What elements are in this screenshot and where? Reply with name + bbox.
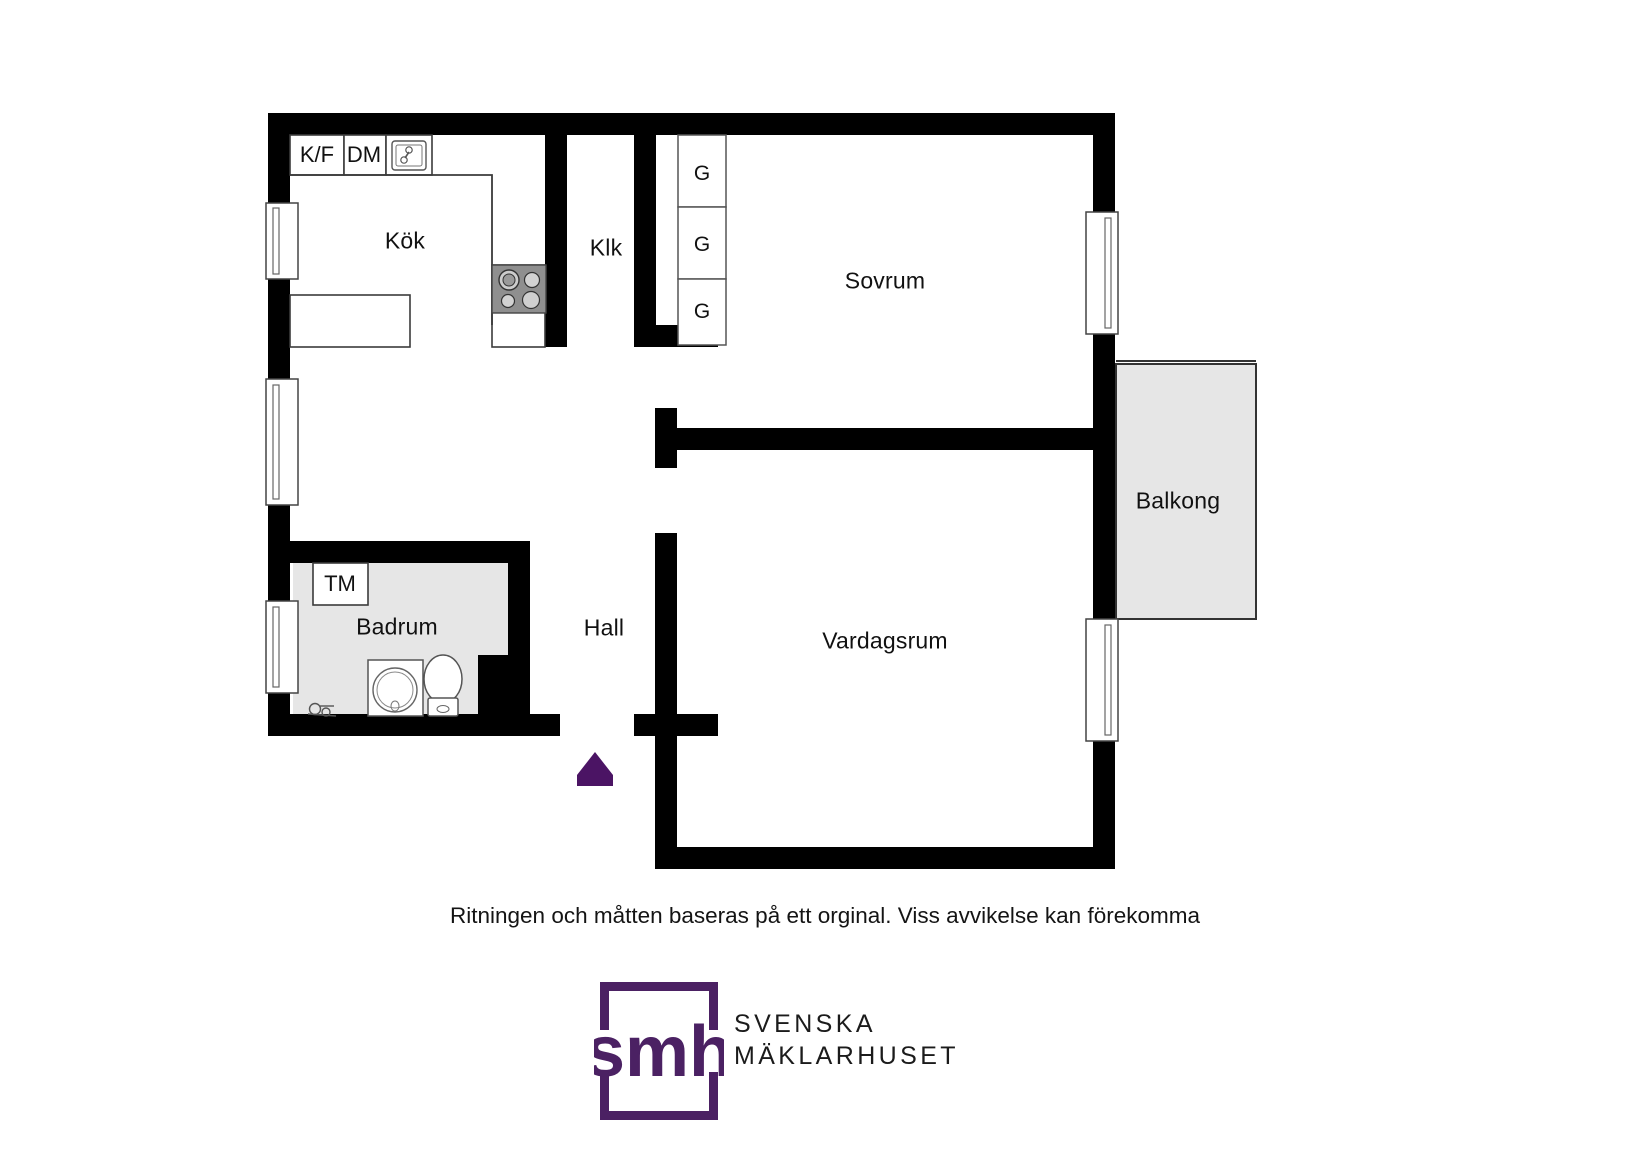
room-label-balkong: Balkong bbox=[1135, 487, 1221, 514]
brand-logo-text: SVENSKA MÄKLARHUSET bbox=[734, 1008, 959, 1072]
drawing-disclaimer-caption: Ritningen och måtten baseras på ett orgi… bbox=[450, 903, 1200, 928]
windows bbox=[265, 202, 1119, 742]
appliance-label-dm: DM bbox=[346, 142, 382, 167]
window-bathroom bbox=[265, 600, 299, 694]
closet-box-3 bbox=[677, 278, 727, 346]
entrance-arrow bbox=[577, 752, 613, 786]
smh-logo-icon: smh bbox=[594, 982, 724, 1120]
room-label-sovrum: Sovrum bbox=[844, 267, 926, 294]
fridge-freezer-box bbox=[289, 134, 345, 176]
balcony-floor bbox=[1115, 363, 1257, 620]
room-label-klk: Klk bbox=[589, 234, 623, 261]
wash-basin bbox=[367, 659, 424, 717]
closet-label-g1: G bbox=[693, 162, 711, 185]
kitchen-sink bbox=[391, 140, 427, 171]
closet-label-g2: G bbox=[693, 233, 711, 256]
washing-machine-box bbox=[312, 562, 369, 606]
svg-text:smh: smh bbox=[594, 1012, 724, 1092]
room-label-vardagsrum: Vardagsrum bbox=[822, 627, 948, 654]
room-label-hall: Hall bbox=[583, 614, 625, 641]
closet-box-1 bbox=[677, 134, 727, 208]
appliance-label-kf: K/F bbox=[299, 142, 335, 167]
room-label-badrum: Badrum bbox=[356, 613, 438, 640]
stove-cooktop bbox=[491, 264, 547, 314]
window-kitchen-lower bbox=[265, 378, 299, 506]
closet-boxes bbox=[677, 134, 727, 346]
closet-label-g3: G bbox=[693, 300, 711, 323]
kitchen-worktop bbox=[289, 294, 411, 348]
window-kitchen-upper bbox=[265, 202, 299, 280]
window-bedroom bbox=[1085, 211, 1119, 335]
closet-box-2 bbox=[677, 206, 727, 280]
room-label-kok: Kök bbox=[384, 227, 426, 254]
floor-plan-drawing: Kök Klk Sovrum Balkong Hall Vardagsrum B… bbox=[265, 113, 1257, 869]
brand-line-1: SVENSKA bbox=[734, 1010, 876, 1038]
toilet bbox=[423, 654, 463, 717]
bathroom-faucet bbox=[307, 702, 337, 717]
appliance-label-tm: TM bbox=[324, 571, 356, 596]
brand-line-2: MÄKLARHUSET bbox=[734, 1042, 959, 1070]
floor-plan-svg bbox=[265, 113, 1257, 869]
brand-logo: smh SVENSKA MÄKLARHUSET bbox=[594, 976, 1054, 1126]
window-livingroom bbox=[1085, 618, 1119, 742]
